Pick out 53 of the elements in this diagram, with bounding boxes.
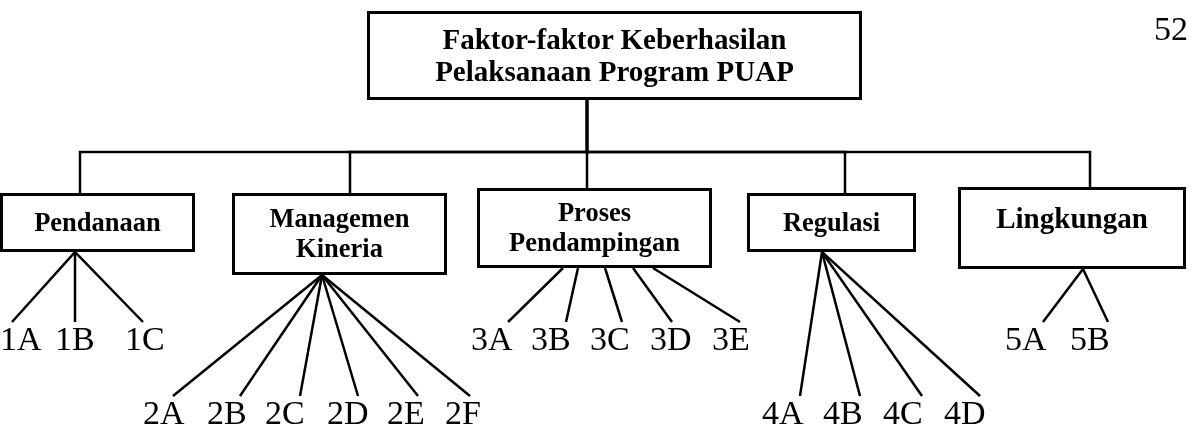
connector-line [238, 274, 324, 397]
page-number: 52 [1154, 12, 1188, 46]
factor-code: 4C [883, 396, 923, 430]
factor-name: Lingkungan [996, 202, 1148, 236]
connector-line [74, 251, 144, 323]
factor-name: Regulasi [782, 207, 881, 238]
title-text: Faktor-faktor Keberhasilan Pelaksanaan Program PUAP [434, 23, 795, 88]
factor-code: 3A [471, 322, 513, 356]
factor-code: 4A [762, 396, 804, 430]
connector-line [632, 267, 673, 323]
factor-box [747, 193, 916, 252]
factor-name: Pendanaan [34, 207, 161, 238]
factor-name: Managemen Kineria [268, 204, 411, 264]
connector-line [73, 252, 77, 322]
factor-code: 4B [823, 396, 863, 430]
connector-line [321, 274, 419, 397]
connector-line [320, 274, 360, 397]
connector-line [603, 267, 624, 323]
factor-code: 3E [712, 322, 750, 356]
title-box [367, 11, 862, 100]
connector-line [298, 274, 324, 397]
factor-box [232, 193, 447, 275]
factor-code: 2D [327, 396, 369, 430]
factor-code: 2B [207, 396, 247, 430]
connector-line [507, 267, 564, 323]
connector-line [172, 274, 323, 397]
factor-code: 2E [387, 396, 425, 430]
factor-code: 2A [143, 396, 185, 430]
factor-code: 4D [944, 396, 986, 430]
connector-line [1081, 268, 1110, 323]
connector-line [321, 274, 471, 397]
connector-line [821, 251, 981, 397]
factor-box [0, 193, 195, 252]
factor-code: 3C [590, 322, 630, 356]
factor-code: 3B [531, 322, 571, 356]
factor-code: 2F [445, 396, 481, 430]
factor-code: 3D [650, 322, 692, 356]
factor-code: 1B [55, 322, 95, 356]
factor-name: Proses Pendampingan [508, 198, 681, 258]
connector-line [564, 267, 580, 323]
connector-line [798, 251, 824, 397]
factor-code: 1C [125, 322, 165, 356]
connector-line [11, 251, 76, 323]
connector-line [1042, 268, 1084, 323]
factor-box [477, 188, 712, 268]
connector-line [585, 100, 1092, 187]
factor-box [958, 187, 1186, 269]
factor-code: 5A [1005, 322, 1047, 356]
factor-code: 5B [1070, 322, 1110, 356]
connector-line [652, 266, 741, 324]
connector-line [820, 251, 862, 397]
factor-code: 2C [265, 396, 305, 430]
factor-code: 1A [0, 322, 42, 356]
